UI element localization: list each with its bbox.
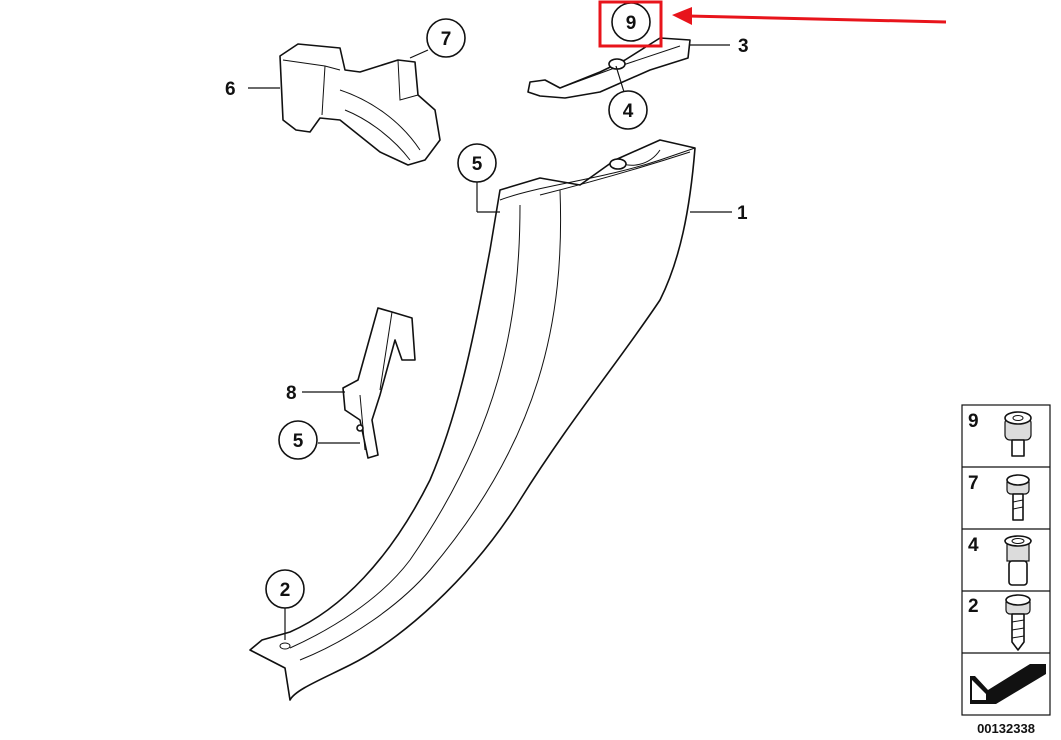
fastener-legend: 9 7 4 — [961, 404, 1051, 716]
callout-7: 7 — [426, 18, 466, 58]
bracket-part-3 — [527, 37, 691, 99]
legend-row-4: 4 — [968, 535, 1032, 586]
callout-9: 9 — [611, 2, 651, 42]
screw-icon — [1005, 594, 1031, 651]
pillar-trim-part-1 — [249, 139, 696, 701]
expansion-nut-icon — [1004, 535, 1032, 586]
callout-5-upper: 5 — [457, 143, 497, 183]
svg-text:5: 5 — [293, 431, 304, 452]
callout-4: 4 — [608, 90, 648, 130]
legend-row-2: 2 — [968, 594, 1031, 651]
direction-arrow-icon — [970, 664, 1046, 704]
svg-text:9: 9 — [968, 411, 979, 432]
catalog-number: 00132338 — [977, 721, 1035, 736]
callout-2: 2 — [265, 569, 305, 609]
legend-row-7: 7 — [968, 473, 1030, 521]
bracket-part-8 — [342, 307, 416, 459]
svg-text:5: 5 — [472, 154, 483, 175]
svg-text:2: 2 — [280, 580, 291, 601]
label-8: 8 — [286, 383, 297, 404]
label-1: 1 — [737, 203, 748, 224]
leader-lines — [248, 44, 732, 640]
svg-text:7: 7 — [441, 29, 452, 50]
bolt-icon — [1006, 474, 1030, 521]
legend-row-9: 9 — [968, 411, 1032, 457]
svg-text:9: 9 — [626, 13, 637, 34]
callout-5-lower: 5 — [278, 420, 318, 460]
screw-cap-icon — [1004, 411, 1032, 457]
highlight-annotation — [598, 0, 947, 48]
label-6: 6 — [225, 79, 236, 100]
label-3: 3 — [738, 36, 749, 57]
svg-text:2: 2 — [968, 596, 979, 617]
svg-text:4: 4 — [623, 101, 634, 122]
trim-part-6 — [279, 43, 441, 166]
svg-text:4: 4 — [968, 535, 979, 556]
svg-text:7: 7 — [968, 473, 979, 494]
